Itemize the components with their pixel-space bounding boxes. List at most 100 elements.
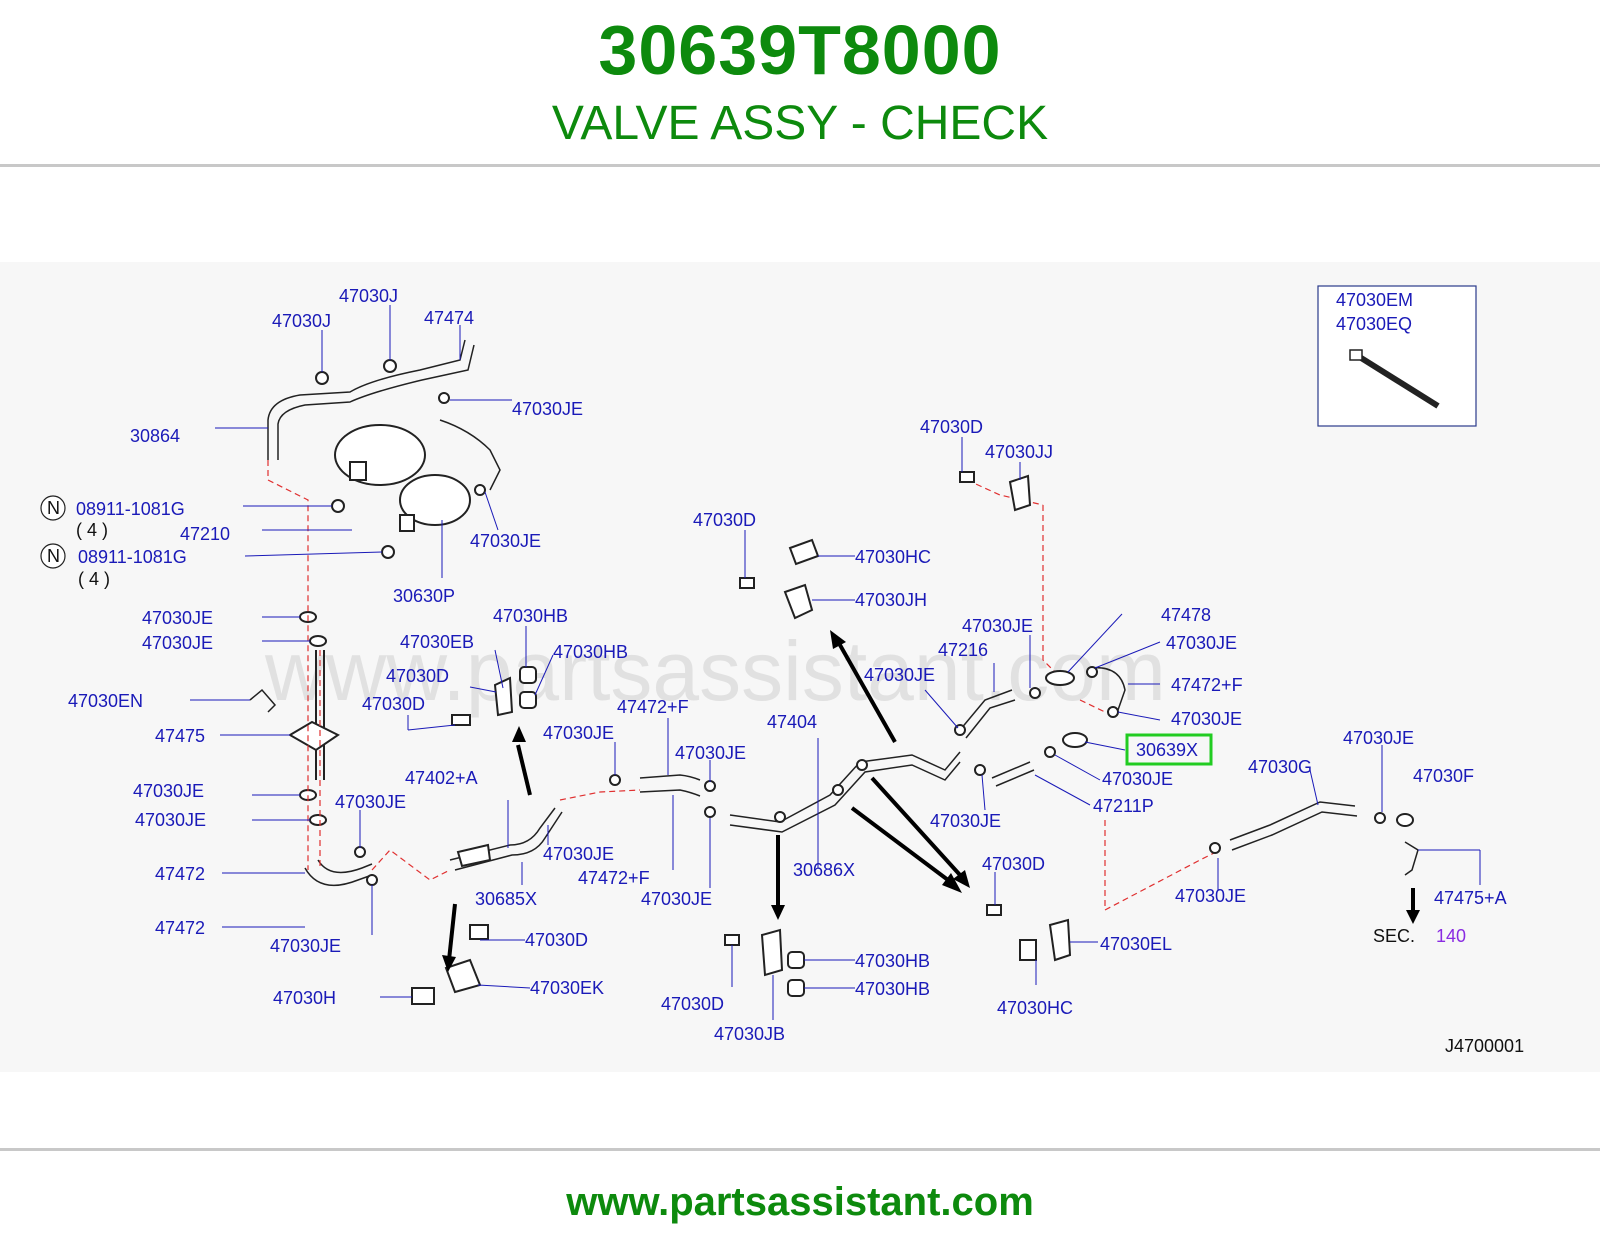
callout-47030JE-17[interactable]: 47030JE (1102, 769, 1173, 789)
callout-47030JE-20[interactable]: 47030JE (1175, 886, 1246, 906)
callout-47030JE-8[interactable]: 47030JE (270, 936, 341, 956)
callout-47216[interactable]: 47216 (938, 640, 988, 660)
dash-left-3 (371, 849, 451, 881)
direction-arrows (442, 630, 1420, 972)
nut-1 (331, 499, 345, 513)
callout-47030D-2[interactable]: 47030D (362, 694, 425, 714)
callout-47030JE-7[interactable]: 47030JE (335, 792, 406, 812)
callout-47472-1[interactable]: 47472 (155, 864, 205, 884)
callout-47030HB-3[interactable]: 47030HB (855, 951, 930, 971)
callout-47030JE-9[interactable]: 47030JE (543, 723, 614, 743)
callout-47211P[interactable]: 47211P (1093, 796, 1154, 816)
callout-47404[interactable]: 47404 (767, 712, 817, 732)
callout-47472-2[interactable]: 47472 (155, 918, 205, 938)
callout-47030JH[interactable]: 47030JH (855, 590, 927, 610)
callout-47030HC-1[interactable]: 47030HC (855, 547, 931, 567)
callout-47030JE-18[interactable]: 47030JE (930, 811, 1001, 831)
callout-30864[interactable]: 30864 (130, 426, 180, 446)
dash-left-1 (267, 460, 309, 870)
clamp-47030JE-d (309, 635, 327, 647)
clip-47030JJ (1008, 474, 1032, 512)
callout-47030EM[interactable]: 47030EM (1336, 290, 1413, 310)
cap-47030F (1396, 813, 1414, 827)
callout-08911-1081G-2[interactable]: 08911-1081G (78, 547, 187, 567)
callout-47030D-5[interactable]: 47030D (661, 994, 724, 1014)
callout-47030D-3[interactable]: 47030D (525, 930, 588, 950)
callout-30630P[interactable]: 30630P (393, 586, 455, 606)
arrow-down-right-a (870, 776, 962, 877)
callout-47030EK[interactable]: 47030EK (530, 978, 604, 998)
callout-47030JE-13[interactable]: 47030JE (962, 616, 1033, 636)
callout-47478[interactable]: 47478 (1161, 605, 1211, 625)
clip-47030J-a (315, 371, 329, 385)
callout-47030EQ[interactable]: 47030EQ (1336, 314, 1412, 334)
callout-47472F-2[interactable]: 47472+F (578, 868, 650, 888)
section-number-link[interactable]: 140 (1436, 926, 1466, 946)
clip-47030EL (1048, 918, 1072, 962)
callout-47030F[interactable]: 47030F (1413, 766, 1474, 786)
callout-47030JE-2[interactable]: 47030JE (470, 531, 541, 551)
callout-47030HB-4[interactable]: 47030HB (855, 979, 930, 999)
callout-47030JE-15[interactable]: 47030JE (1166, 633, 1237, 653)
callout-47030JE-6[interactable]: 47030JE (135, 810, 206, 830)
callout-47030JE-4[interactable]: 47030JE (142, 633, 213, 653)
bolt-47030D-e (986, 904, 1002, 916)
dash-right-2 (1079, 699, 1106, 713)
callout-47030D-7[interactable]: 47030D (982, 854, 1045, 874)
callout-30639X[interactable]: 30639X (1136, 740, 1198, 760)
n-mark-2: N (47, 546, 60, 566)
callout-47030H[interactable]: 47030H (273, 988, 336, 1008)
callout-47472F-1[interactable]: 47472+F (617, 697, 689, 717)
pipe-47402A-b (454, 811, 563, 871)
callout-47030HB-2[interactable]: 47030HB (553, 642, 628, 662)
bracket-47030JB (760, 928, 784, 977)
callout-47474[interactable]: 47474 (424, 308, 474, 328)
callout-47030JE-16[interactable]: 47030JE (1171, 709, 1242, 729)
clip-47030JH (783, 583, 814, 620)
callout-47030JJ[interactable]: 47030JJ (985, 442, 1053, 462)
callout-47030JE-10[interactable]: 47030JE (675, 743, 746, 763)
callout-47030HC-2[interactable]: 47030HC (997, 998, 1073, 1018)
part-number-title: 30639T8000 (598, 11, 1002, 89)
callout-47030G[interactable]: 47030G (1248, 757, 1312, 777)
footer-url[interactable]: www.partsassistant.com (566, 1180, 1034, 1224)
callout-47472F-3[interactable]: 47472+F (1171, 675, 1243, 695)
callout-47030J[interactable]: 47030J (272, 311, 331, 331)
callout-08911-1081G-1[interactable]: 08911-1081G (76, 499, 185, 519)
callout-47030JE-12[interactable]: 47030JE (641, 889, 712, 909)
pipe-47404 (729, 751, 961, 823)
callout-47030EB[interactable]: 47030EB (400, 632, 474, 652)
pipe-47404-b (729, 761, 961, 833)
bolt-47030D-c (469, 924, 489, 940)
callout-47475A[interactable]: 47475+A (1434, 888, 1507, 908)
clamp-mid-c (856, 759, 868, 771)
dash-right-3 (1104, 820, 1221, 911)
callout-47030EL[interactable]: 47030EL (1100, 934, 1172, 954)
n-mark-1: N (47, 498, 60, 518)
callout-47210[interactable]: 47210 (180, 524, 230, 544)
leader-lines (190, 305, 1481, 1020)
callout-47030JE-5[interactable]: 47030JE (133, 781, 204, 801)
callout-47030JE-11[interactable]: 47030JE (543, 844, 614, 864)
callout-47030D-4[interactable]: 47030D (693, 510, 756, 530)
callout-47030EN[interactable]: 47030EN (68, 691, 143, 711)
callout-47030D-1[interactable]: 47030D (386, 666, 449, 686)
callout-47030J-top[interactable]: 47030J (339, 286, 398, 306)
callout-47030JB[interactable]: 47030JB (714, 1024, 785, 1044)
hose-47211P (991, 761, 1031, 779)
callout-47030JE-3[interactable]: 47030JE (142, 608, 213, 628)
callout-47030HB-1[interactable]: 47030HB (493, 606, 568, 626)
block-47030HC (788, 538, 820, 566)
callout-47030JE-14[interactable]: 47030JE (864, 665, 935, 685)
cable-tie-head (1349, 349, 1363, 361)
callout-30686X[interactable]: 30686X (793, 860, 855, 880)
callout-47030D-6[interactable]: 47030D (920, 417, 983, 437)
pipe-47030G-b (1231, 811, 1358, 851)
callout-47030JE-19[interactable]: 47030JE (1343, 728, 1414, 748)
n-circle-1 (40, 495, 66, 521)
hose-47472-a (304, 867, 373, 887)
callout-47030JE-1[interactable]: 47030JE (512, 399, 583, 419)
callout-47475[interactable]: 47475 (155, 726, 205, 746)
callout-47402A[interactable]: 47402+A (405, 768, 478, 788)
callout-30685X[interactable]: 30685X (475, 889, 537, 909)
